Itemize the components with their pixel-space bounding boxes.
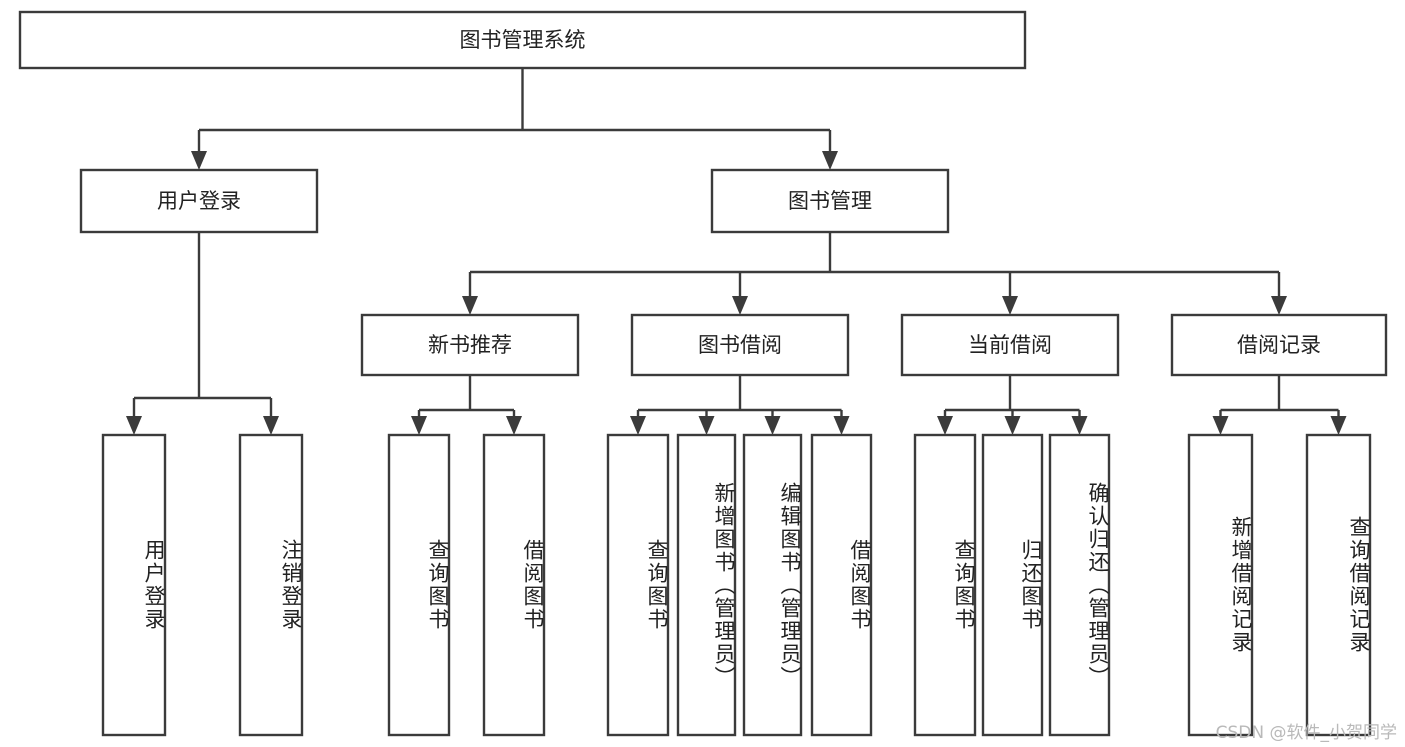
level2-node-rect[interactable] [630,313,850,377]
arrow-head-icon [1004,416,1021,435]
leaf-node-6[interactable] [742,433,803,737]
level2-node-2[interactable]: 当前借阅 [900,313,1120,377]
level2-node-label: 当前借阅 [968,333,1052,357]
level2-node-0[interactable]: 新书推荐 [360,313,580,377]
level2-node-1[interactable]: 图书借阅 [630,313,850,377]
arrow-head-icon [462,296,478,315]
level1-node-rect[interactable] [710,168,950,234]
leaf-node-3[interactable] [482,433,546,737]
leaf-node-8[interactable] [913,433,977,737]
root-node-label: 图书管理系统 [460,28,586,52]
arrow-head-icon [1212,416,1229,435]
arrow-head-icon [263,416,279,435]
leaf-node-2[interactable] [387,433,451,737]
connectors-layer [126,68,1347,435]
leaf-node-11[interactable] [1187,433,1254,737]
root-node-rect[interactable] [18,10,1027,70]
root-node[interactable]: 图书管理系统 [18,10,1027,70]
level2-node-label: 图书借阅 [698,333,782,357]
leaf-node-0[interactable] [101,433,167,737]
arrow-head-icon [506,416,522,435]
leaf-node-7[interactable] [810,433,873,737]
watermark-text: CSDN @软件_小贺同学 [1215,723,1397,743]
arrow-head-icon [1330,416,1347,435]
arrow-head-icon [1271,296,1287,315]
level1-node-0[interactable]: 用户登录 [79,168,319,234]
arrow-head-icon [833,416,850,435]
level1-node-label: 图书管理 [788,189,872,213]
arrow-head-icon [822,151,838,170]
leaf-node-12[interactable] [1305,433,1372,737]
level2-node-3[interactable]: 借阅记录 [1170,313,1388,377]
arrow-head-icon [126,416,142,435]
level1-node-1[interactable]: 图书管理 [710,168,950,234]
level2-node-rect[interactable] [1170,313,1388,377]
level2-node-rect[interactable] [360,313,580,377]
arrow-head-icon [630,416,646,435]
arrow-head-icon [1071,416,1088,435]
arrow-head-icon [764,416,781,435]
leaf-node-4[interactable] [606,433,670,737]
level1-node-label: 用户登录 [157,189,241,213]
leaf-node-10[interactable] [1048,433,1111,737]
level2-node-label: 借阅记录 [1237,333,1321,357]
arrow-head-icon [411,416,427,435]
level1-node-rect[interactable] [79,168,319,234]
arrow-head-icon [1002,296,1018,315]
leaf-node-9[interactable] [981,433,1044,737]
arrow-head-icon [937,416,953,435]
arrow-head-icon [191,151,207,170]
arrow-head-icon [698,416,715,435]
level2-node-label: 新书推荐 [428,333,512,357]
level2-node-rect[interactable] [900,313,1120,377]
arrow-head-icon [732,296,748,315]
leaf-node-5[interactable] [676,433,737,737]
leaf-node-1[interactable] [238,433,304,737]
